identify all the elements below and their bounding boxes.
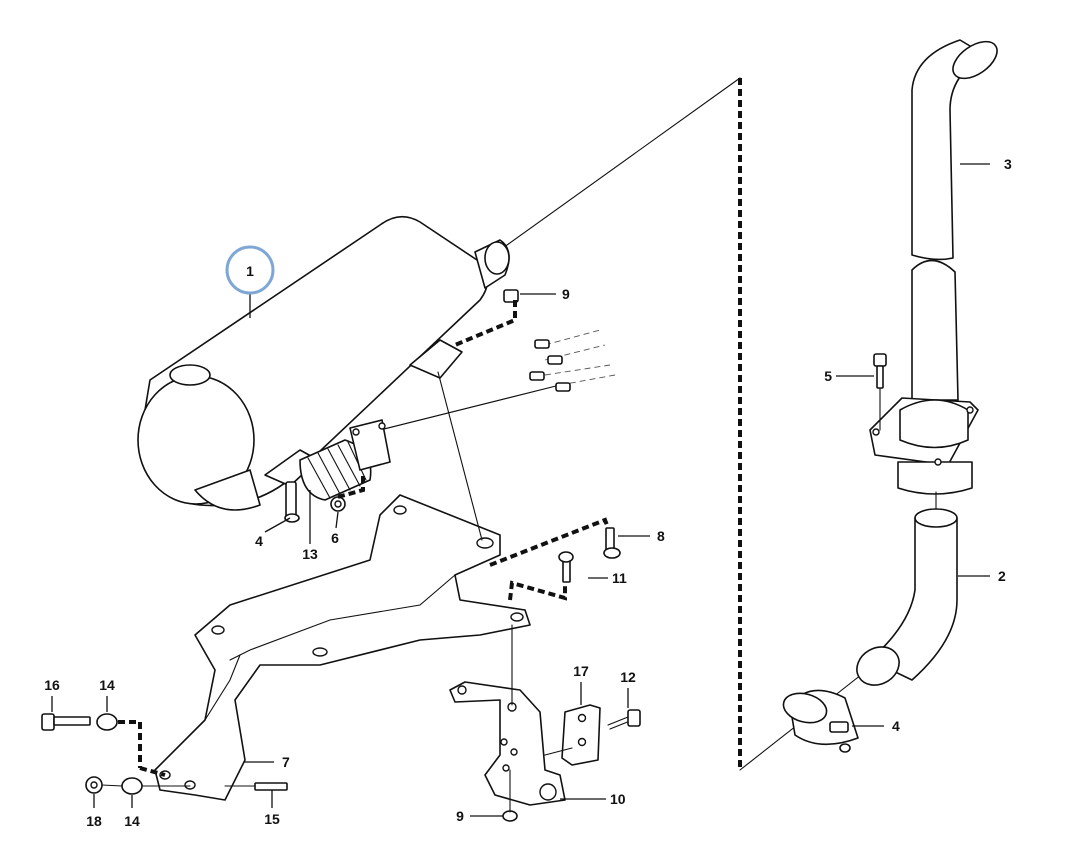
callout-labels: 1 3 2 5 4 9 8 11 10 9 17 12 7 15 16 14 1… xyxy=(44,156,1012,829)
callout-2[interactable]: 2 xyxy=(998,568,1006,584)
flex-pipe xyxy=(299,419,391,501)
fastener-connector-lower xyxy=(139,766,166,777)
nut-6-connector xyxy=(337,472,365,499)
callout-4-muffler[interactable]: 4 xyxy=(255,533,263,549)
mount-studs xyxy=(529,329,616,392)
band-clamp xyxy=(782,689,859,753)
callout-16[interactable]: 16 xyxy=(44,677,60,693)
callout-5[interactable]: 5 xyxy=(824,368,832,384)
clamp-bolt xyxy=(284,481,300,523)
spacer-14-upper xyxy=(96,713,118,731)
callout-9-top[interactable]: 9 xyxy=(562,286,570,302)
support-bracket xyxy=(154,494,531,801)
bolt-16 xyxy=(41,713,91,731)
callout-10[interactable]: 10 xyxy=(610,791,626,807)
bolt-8 xyxy=(603,527,621,559)
exhaust-stack xyxy=(869,39,998,495)
clamp-plate xyxy=(561,704,601,766)
callout-15[interactable]: 15 xyxy=(264,811,280,827)
callout-4-clamp[interactable]: 4 xyxy=(892,718,900,734)
callout-12[interactable]: 12 xyxy=(620,669,636,685)
bolt-11 xyxy=(558,551,574,583)
callout-13[interactable]: 13 xyxy=(302,546,318,562)
selected-part-highlight xyxy=(225,245,275,295)
callout-14-lower[interactable]: 14 xyxy=(124,813,140,829)
nut xyxy=(330,496,346,512)
callout-6[interactable]: 6 xyxy=(331,530,339,546)
fastener-connector-upper xyxy=(118,720,142,768)
nut-9-top xyxy=(503,289,519,303)
callout-1[interactable]: 1 xyxy=(246,263,254,279)
callout-14-upper[interactable]: 14 xyxy=(99,677,115,693)
spacer-14-lower xyxy=(121,777,143,795)
callout-9-bottom[interactable]: 9 xyxy=(456,808,464,824)
bolt-5 xyxy=(873,353,887,431)
callout-18[interactable]: 18 xyxy=(86,813,102,829)
elbow-pipe xyxy=(856,491,958,686)
callout-8[interactable]: 8 xyxy=(657,528,665,544)
stud-15 xyxy=(254,782,288,791)
callout-leaders xyxy=(51,163,990,817)
bolt-8-connector xyxy=(489,517,610,567)
nut-18 xyxy=(85,776,103,794)
nut-9-connector xyxy=(454,300,517,347)
callout-17[interactable]: 17 xyxy=(573,663,589,679)
callout-11[interactable]: 11 xyxy=(612,570,627,586)
leader-lines xyxy=(379,77,881,771)
lower-bracket xyxy=(449,681,566,806)
callout-3[interactable]: 3 xyxy=(1004,156,1012,172)
muffler xyxy=(137,215,510,511)
callout-7[interactable]: 7 xyxy=(282,754,290,770)
bolt-12 xyxy=(607,709,641,730)
bolt-11-connector xyxy=(508,580,567,601)
